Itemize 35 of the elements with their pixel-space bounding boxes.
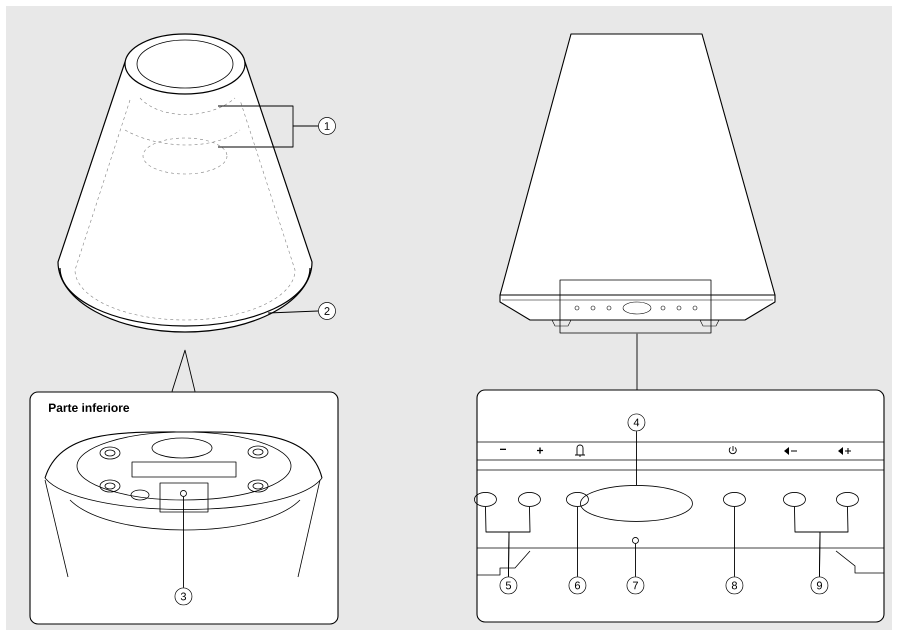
inset-panel: [476, 389, 885, 623]
inset-panel: [29, 391, 339, 625]
button-symbol: −: [500, 448, 506, 450]
callout-number: 8: [726, 576, 744, 594]
socket: [180, 490, 187, 497]
callout-number: 3: [174, 588, 192, 606]
button: [836, 492, 859, 507]
leader-line: [635, 543, 636, 578]
callout-number: 1: [318, 117, 336, 135]
button: [474, 492, 497, 507]
display-window: [580, 485, 693, 522]
speaker-drawing: [499, 33, 776, 334]
panel-heading: Parte inferiore: [49, 403, 130, 412]
button: [723, 492, 746, 507]
callout-number: 6: [568, 576, 586, 594]
leader-line: [819, 506, 848, 578]
connector-line: [636, 333, 638, 390]
callout-number: 2: [318, 302, 336, 320]
callout-number: 7: [626, 576, 644, 594]
callout-number: 9: [810, 576, 828, 594]
button: [518, 492, 541, 507]
speaker-drawing: [57, 33, 313, 333]
indicator-light: [632, 537, 639, 544]
leader-line: [218, 126, 319, 148]
leader-line: [183, 496, 184, 588]
leader-line: [508, 506, 530, 578]
callout-number: 5: [500, 576, 518, 594]
leader-line: [636, 430, 637, 486]
leader-line: [268, 310, 319, 314]
leader-line: [577, 506, 578, 578]
button: [783, 492, 806, 507]
button: [566, 492, 589, 507]
callout-number: 4: [628, 414, 646, 432]
button-symbol: +: [537, 447, 544, 454]
leader-line: [734, 506, 735, 578]
